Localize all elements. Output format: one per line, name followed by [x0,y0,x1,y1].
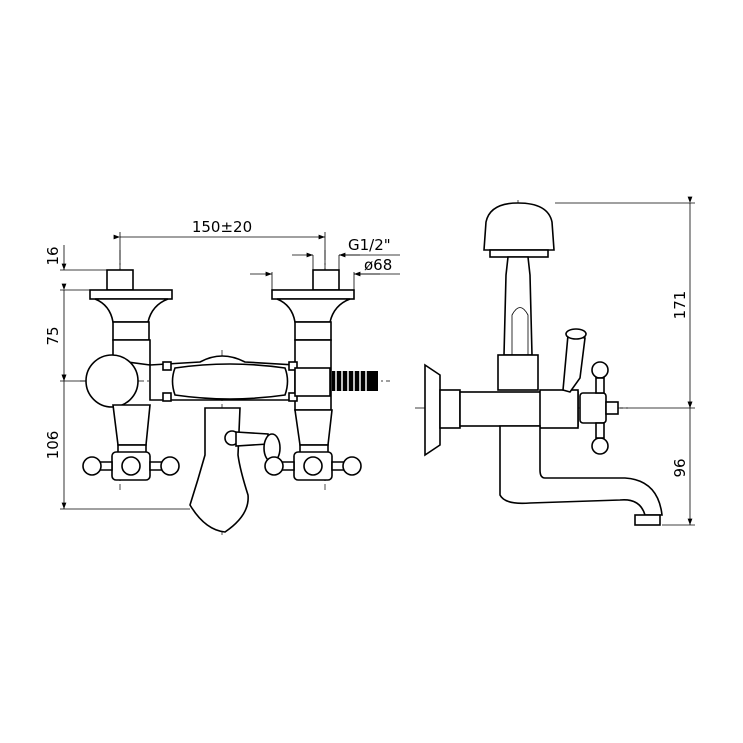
hose-thread [332,371,378,391]
front-view: 150±20 16 75 106 G1/2" ø68 [44,218,400,535]
right-cross-handle[interactable] [264,451,362,481]
side-view: 171 96 [415,196,695,526]
side-dimensions: 171 96 [555,196,695,526]
right-inlet [271,269,355,454]
front-dimensions: 150±20 16 75 106 G1/2" ø68 [44,218,400,510]
left-inlet [85,269,173,454]
shower-handset [483,202,555,391]
left-cross-handle[interactable] [82,451,180,481]
dim-total-height: 171 [671,291,689,320]
dim-lower-height: 106 [44,431,62,460]
spout-front [189,407,281,533]
side-spout [499,425,663,526]
dim-upper-height: 75 [44,326,62,345]
dim-inlet-spacing: 150±20 [192,218,252,236]
side-cross-handle[interactable] [579,361,619,455]
dim-flange-diameter: ø68 [364,256,392,274]
dim-spout-height: 96 [671,458,689,477]
mixer-body [149,355,378,402]
dim-stub-height: 16 [44,246,62,265]
dim-thread: G1/2" [348,236,391,254]
diverter-lever[interactable] [562,328,587,393]
wall-flange [424,363,461,457]
side-body [459,389,579,429]
